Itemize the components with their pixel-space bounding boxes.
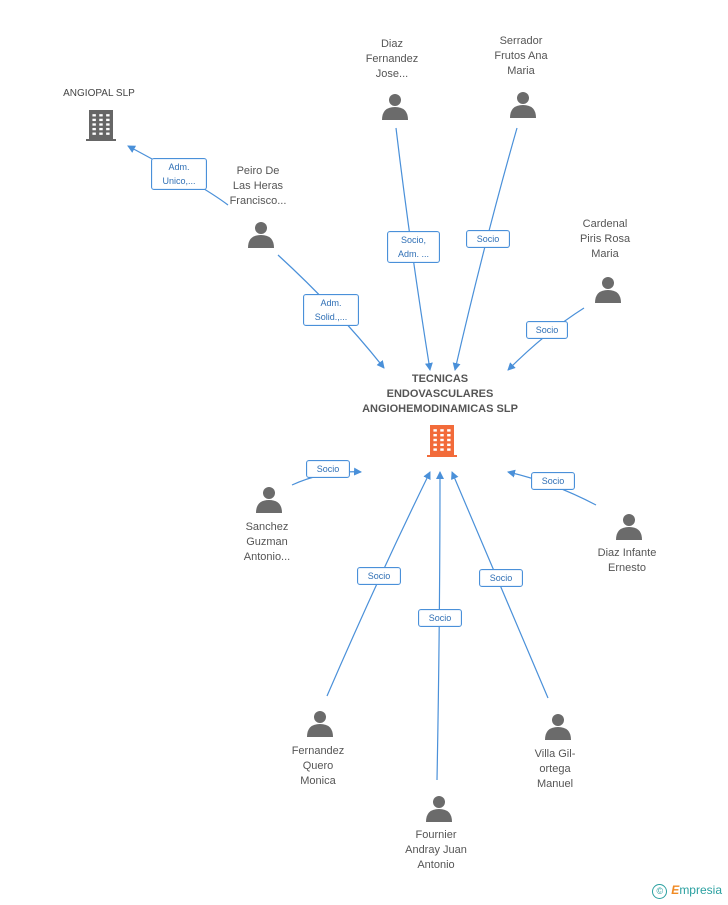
person-icon-peiro[interactable] bbox=[248, 222, 274, 248]
brand-initial: E bbox=[671, 883, 680, 897]
person-icon-diaz-fernandez[interactable] bbox=[382, 94, 408, 120]
person-icon-sanchez[interactable] bbox=[256, 487, 282, 513]
angiopal-building-icon[interactable] bbox=[86, 110, 116, 141]
person-icon-serrador[interactable] bbox=[510, 92, 536, 118]
person-icon-cardenal[interactable] bbox=[595, 277, 621, 303]
edge-label-peiro-center[interactable]: Adm. Solid.,... bbox=[303, 294, 359, 326]
edge-label-serrador-center[interactable]: Socio bbox=[466, 230, 510, 248]
edge-label-sanchez-center[interactable]: Socio bbox=[306, 460, 350, 478]
angiopal-company-label[interactable]: ANGIOPAL SLP bbox=[63, 88, 135, 99]
person-label-diaz-fernandez[interactable]: Diaz Fernandez Jose... bbox=[365, 38, 419, 80]
person-label-sanchez[interactable]: Sanchez Guzman Antonio... bbox=[243, 521, 291, 563]
edge-serrador-center bbox=[452, 127, 518, 371]
empresia-brand[interactable]: ©Empresia bbox=[652, 883, 722, 899]
person-label-serrador[interactable]: Serrador Frutos Ana Maria bbox=[494, 35, 548, 77]
edge-label-diazinfante-center[interactable]: Socio bbox=[531, 472, 575, 490]
edge-label-fournier-center[interactable]: Socio bbox=[418, 609, 462, 627]
person-label-diaz-infante[interactable]: Diaz Infante Ernesto bbox=[597, 547, 657, 574]
center-company-label[interactable]: TECNICAS ENDOVASCULARES ANGIOHEMODINAMIC… bbox=[362, 373, 518, 415]
person-label-cardenal[interactable]: Cardenal Piris Rosa Maria bbox=[579, 218, 631, 260]
person-icon-villa[interactable] bbox=[545, 714, 571, 740]
center-company-building-icon[interactable] bbox=[427, 425, 457, 457]
brand-name: mpresia bbox=[679, 883, 722, 897]
edge-label-fernandez-center[interactable]: Socio bbox=[357, 567, 401, 585]
person-label-fournier[interactable]: Fournier Andray Juan Antonio bbox=[405, 829, 467, 871]
edge-label-villa-center[interactable]: Socio bbox=[479, 569, 523, 587]
person-label-fernandez-quero[interactable]: Fernandez Quero Monica bbox=[291, 745, 345, 787]
person-icon-fernandez-quero[interactable] bbox=[307, 711, 333, 737]
copyright-icon: © bbox=[652, 884, 668, 899]
edge-label-diaz-center[interactable]: Socio, Adm. ... bbox=[387, 231, 440, 263]
edge-label-cardenal-center[interactable]: Socio bbox=[526, 321, 568, 339]
edge-cardenal-center bbox=[507, 307, 585, 371]
person-label-villa[interactable]: Villa Gil- ortega Manuel bbox=[534, 748, 576, 790]
person-icon-diaz-infante[interactable] bbox=[616, 514, 642, 540]
person-label-peiro[interactable]: Peiro De Las Heras Francisco... bbox=[229, 165, 287, 207]
edge-label-peiro-angiopal[interactable]: Adm. Unico,... bbox=[151, 158, 207, 190]
person-icon-fournier[interactable] bbox=[426, 796, 452, 822]
